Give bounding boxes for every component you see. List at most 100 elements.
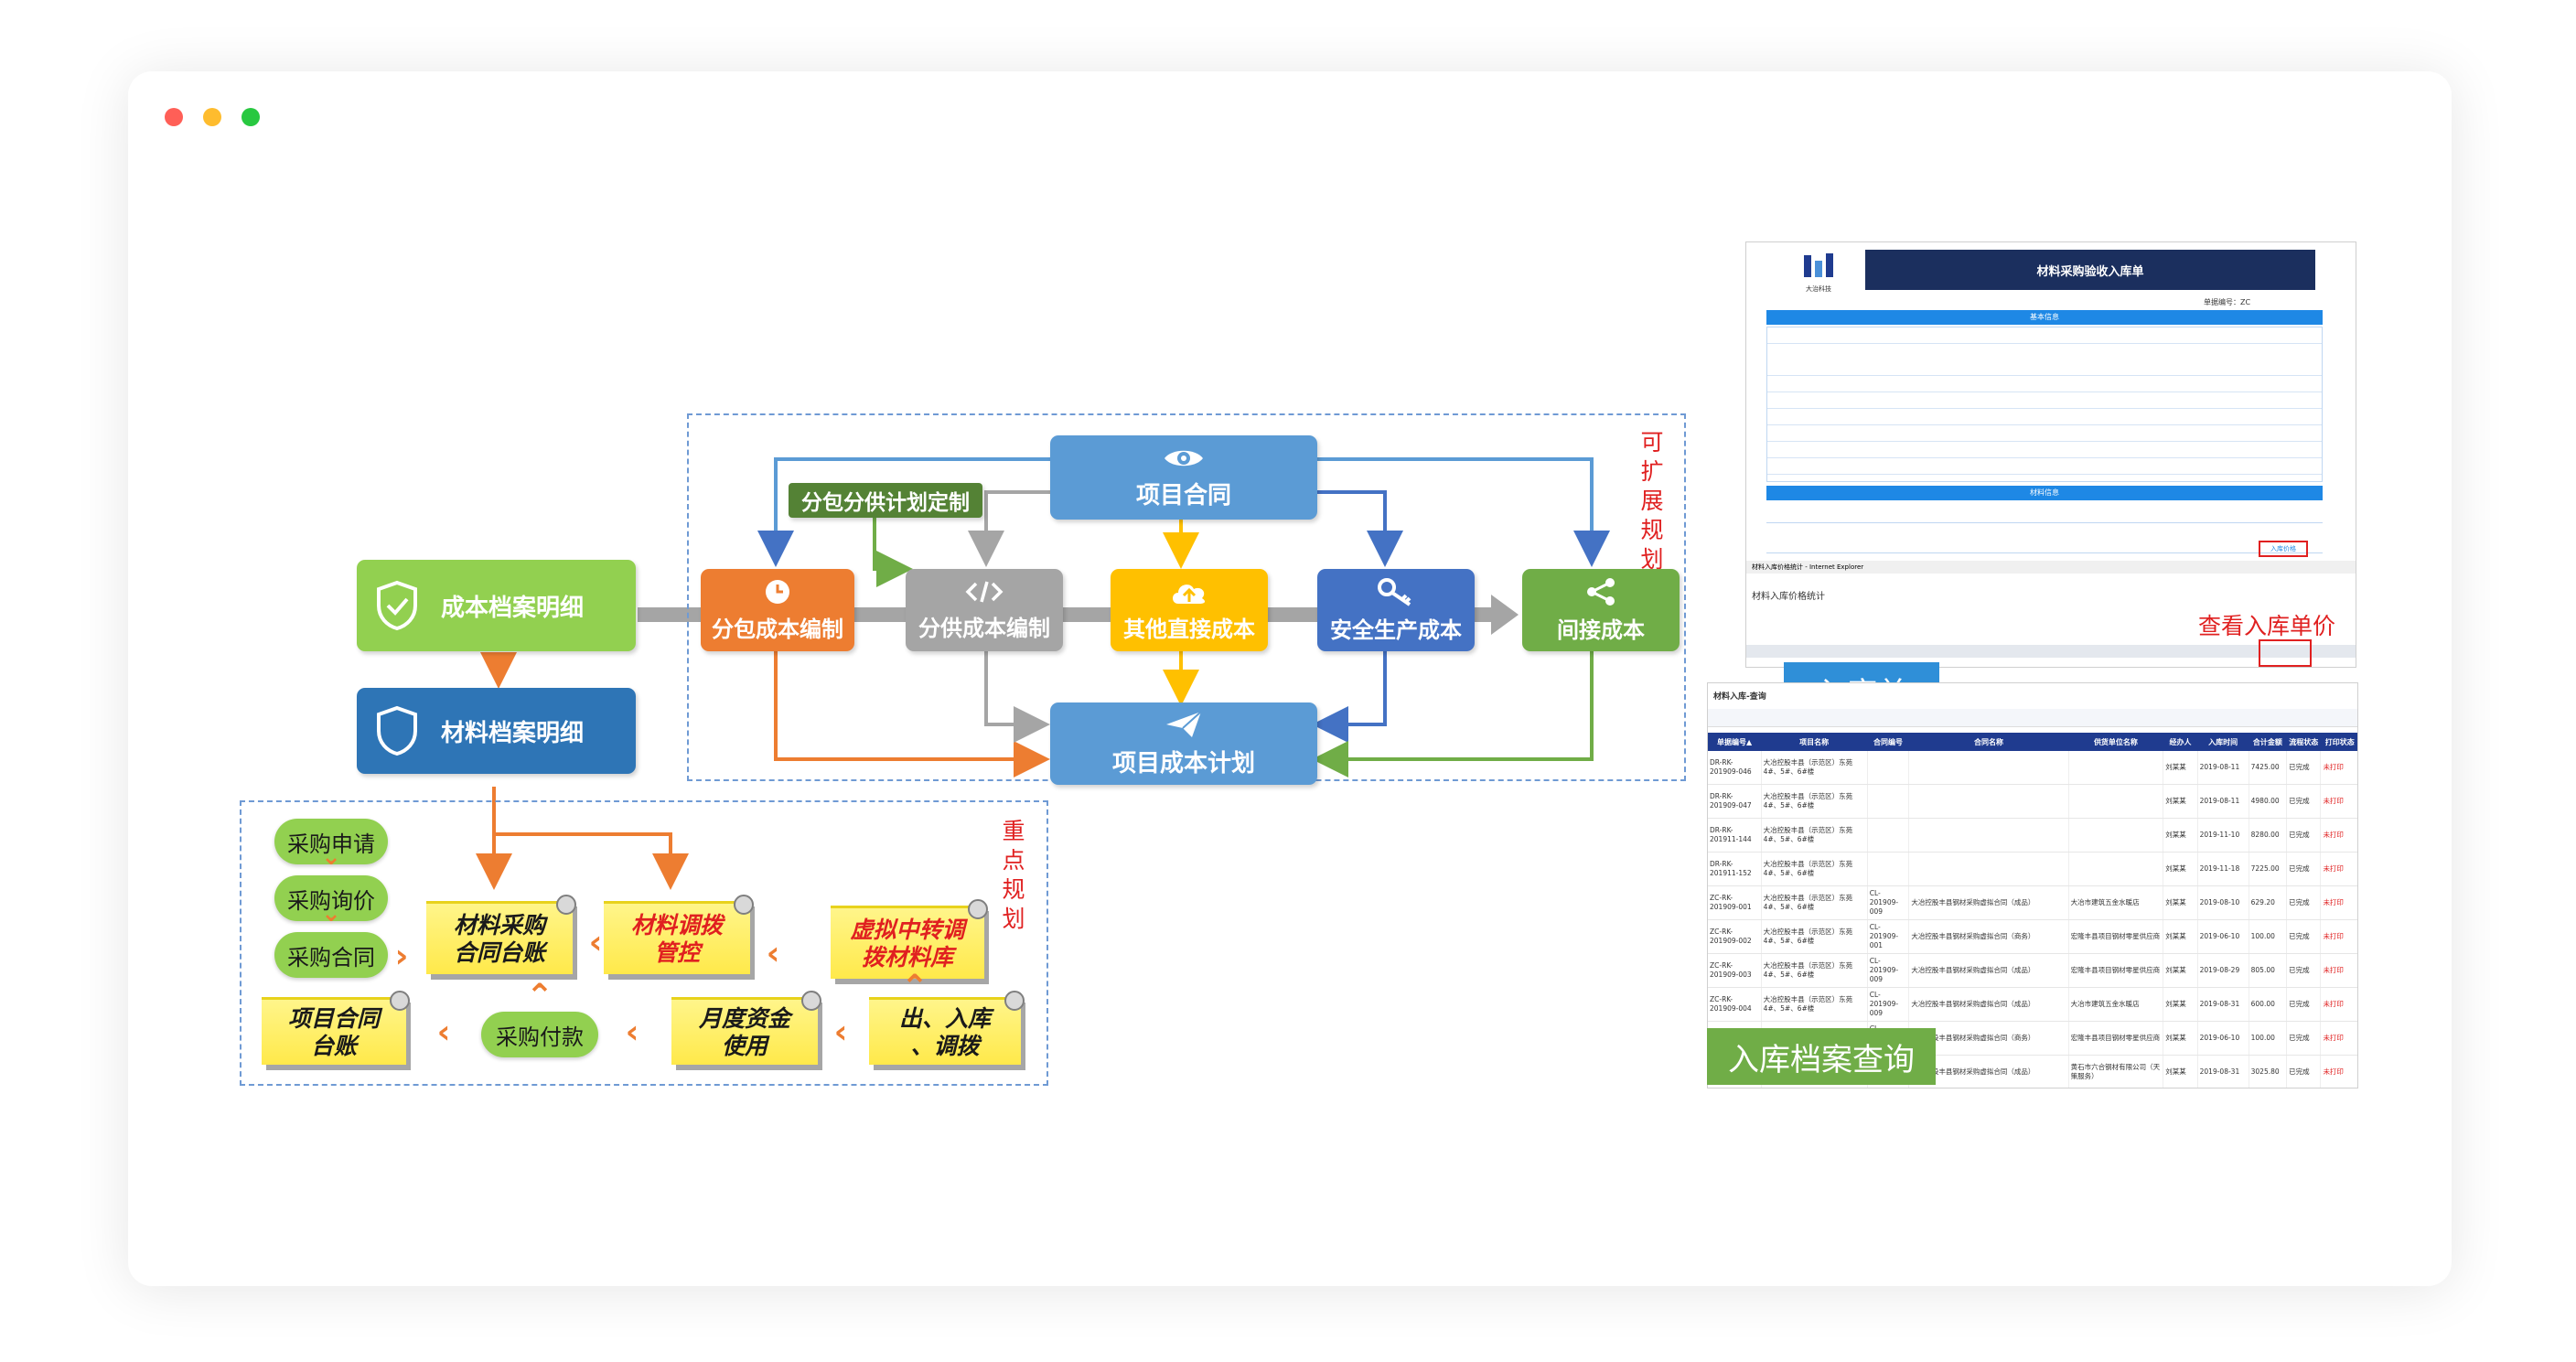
material-contract-ledger-note[interactable]: 材料采购合同台账 xyxy=(426,895,576,974)
paper-plane-icon xyxy=(1165,710,1203,739)
table-cell: 已完成 xyxy=(2286,1021,2322,1056)
project-contract-ledger-note[interactable]: 项目合同台账 xyxy=(262,991,410,1065)
project-cost-plan-box[interactable]: 项目成本计划 xyxy=(1050,702,1317,785)
supply-cost-label: 分供成本编制 xyxy=(918,615,1050,641)
table-cell: DR-RK-201911-152 xyxy=(1708,852,1762,886)
key-icon xyxy=(1377,577,1415,606)
logo-icon xyxy=(1804,253,1833,277)
table-header-cell: 合同名称 xyxy=(1908,733,2069,751)
window-minimize-dot[interactable] xyxy=(203,108,221,126)
table-cell: 大冶控股丰县钢材采购虚拟合同（成品） xyxy=(1908,953,2069,988)
other-direct-cost-box[interactable]: 其他直接成本 xyxy=(1111,569,1268,651)
table-cell xyxy=(1908,784,2069,819)
basic-info-header: 基本信息 xyxy=(1766,310,2323,325)
check-price-annotation: 查看入库单价 xyxy=(2198,613,2336,639)
table-cell: 大冶控股丰县（示范区）东苑4#、5#、6#楼 xyxy=(1761,953,1868,988)
table-cell: 2019-06-10 xyxy=(2197,1021,2249,1056)
table-cell xyxy=(2068,751,2164,785)
table-cell: 未打印 xyxy=(2320,885,2357,920)
table-cell: 大冶控股丰县（示范区）东苑4#、5#、6#楼 xyxy=(1761,818,1868,853)
virtual-transfer-library-note[interactable]: 虚拟中转调拨材料库 xyxy=(831,899,988,979)
cost-archive-label: 成本档案明细 xyxy=(441,594,585,622)
chevron-down-icon: ⌄ xyxy=(321,900,341,928)
project-cost-plan-label: 项目成本计划 xyxy=(1111,749,1255,778)
table-cell: 已完成 xyxy=(2286,953,2322,988)
focus-label: 重点规划 xyxy=(1002,818,1025,932)
view-price-highlight[interactable]: 入库价格 xyxy=(2259,541,2308,557)
table-cell xyxy=(1867,818,1910,853)
table-cell: ZC-RK-201909-004 xyxy=(1708,987,1762,1022)
project-contract-box[interactable]: 项目合同 xyxy=(1050,435,1317,520)
table-cell: 2019-08-29 xyxy=(2197,953,2249,988)
receipt-form-screenshot: 大治科技 材料采购验收入库单 单据编号：ZC 基本信息 材料信息 入库价格 材料… xyxy=(1745,241,2356,668)
table-header-cell[interactable]: 单据编号▲ xyxy=(1708,733,1762,751)
table-cell: 刘某某 xyxy=(2163,987,2198,1022)
pin-icon xyxy=(968,899,988,919)
window-close-dot[interactable] xyxy=(165,108,183,126)
query-filter-bar[interactable] xyxy=(1708,709,2357,727)
price-column-highlight xyxy=(2259,639,2312,667)
table-cell: 刘某某 xyxy=(2163,852,2198,886)
table-cell: 629.20 xyxy=(2249,885,2288,920)
supply-cost-box[interactable]: 分供成本编制 xyxy=(906,569,1063,651)
table-header-cell: 入库时间 xyxy=(2197,733,2249,751)
table-cell xyxy=(1908,852,2069,886)
material-transfer-control-note[interactable]: 材料调拨管控 xyxy=(604,895,754,974)
expandable-label: 可扩展规划 xyxy=(1640,429,1664,573)
monthly-fund-usage-note[interactable]: 月度资金使用 xyxy=(671,991,821,1065)
table-cell xyxy=(2068,818,2164,853)
table-cell: 刘某某 xyxy=(2163,919,2198,954)
purchase-contract-pill[interactable]: 采购合同 xyxy=(274,932,388,978)
table-cell: DR-RK-201909-046 xyxy=(1708,751,1762,785)
window-maximize-dot[interactable] xyxy=(242,108,260,126)
material-archive-label: 材料档案明细 xyxy=(441,719,585,747)
ie-window-bar: 材料入库价格统计 - Internet Explorer xyxy=(1746,561,2356,574)
table-cell: 刘某某 xyxy=(2163,784,2198,819)
table-header-cell: 流程状态 xyxy=(2286,733,2321,751)
table-cell: 未打印 xyxy=(2320,1021,2357,1056)
table-cell: 未打印 xyxy=(2320,818,2357,853)
clock-icon xyxy=(764,578,791,606)
form-title: 材料采购验收入库单 xyxy=(1865,250,2315,290)
chevron-right-icon: › xyxy=(394,937,409,975)
material-archive-box[interactable]: 材料档案明细 xyxy=(357,688,636,774)
table-cell xyxy=(1867,784,1910,819)
table-cell: 未打印 xyxy=(2320,852,2357,886)
chevron-left-icon: ‹ xyxy=(766,934,780,972)
table-cell: 已完成 xyxy=(2286,885,2322,920)
cost-archive-box[interactable]: 成本档案明细 xyxy=(357,560,636,651)
subcontract-custom-box[interactable]: 分包分供计划定制 xyxy=(789,483,982,518)
table-cell: 大冶控股丰县钢材采购虚拟合同（商务） xyxy=(1908,919,2069,954)
table-cell: 4980.00 xyxy=(2249,784,2288,819)
in-out-transfer-note[interactable]: 出、入库、调拨 xyxy=(869,991,1025,1065)
subcontract-cost-box[interactable]: 分包成本编制 xyxy=(701,569,854,651)
table-cell: 已完成 xyxy=(2286,751,2322,785)
table-cell: 刘某某 xyxy=(2163,1055,2198,1088)
purchase-inquiry-pill[interactable]: 采购询价 xyxy=(274,875,388,921)
table-cell: CL-201909-009 xyxy=(1867,953,1910,988)
purchase-payment-pill[interactable]: 采购付款 xyxy=(481,1012,598,1057)
table-cell: 大冶市建筑五金水暖店 xyxy=(2068,885,2164,920)
stats-table-header xyxy=(1746,645,2356,658)
table-cell: CL-201909-001 xyxy=(1867,919,1910,954)
indirect-cost-box[interactable]: 间接成本 xyxy=(1522,569,1680,651)
table-cell: 已完成 xyxy=(2286,1055,2322,1088)
chevron-left-icon: ‹ xyxy=(833,1013,848,1051)
other-direct-cost-label: 其他直接成本 xyxy=(1123,616,1255,642)
table-cell: 已完成 xyxy=(2286,818,2322,853)
safety-cost-box[interactable]: 安全生产成本 xyxy=(1317,569,1475,651)
table-cell: 大冶控股丰县（示范区）东苑4#、5#、6#楼 xyxy=(1761,885,1868,920)
table-header-cell: 项目名称 xyxy=(1761,733,1868,751)
table-cell: 2019-11-10 xyxy=(2197,818,2249,853)
table-header-cell: 供货单位名称 xyxy=(2068,733,2163,751)
purchase-request-pill[interactable]: 采购申请 xyxy=(274,819,388,864)
table-cell: 刘某某 xyxy=(2163,953,2198,988)
